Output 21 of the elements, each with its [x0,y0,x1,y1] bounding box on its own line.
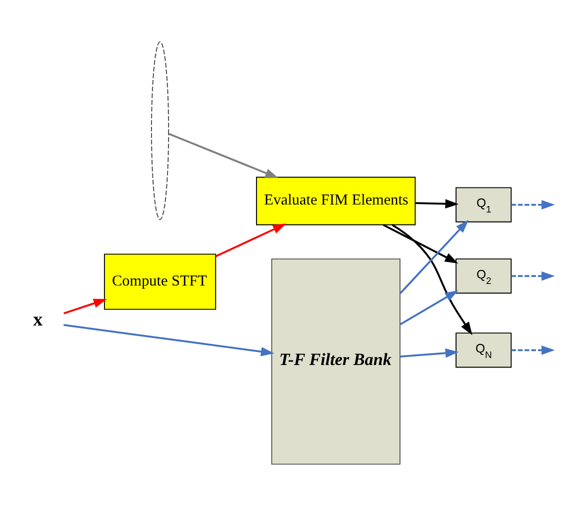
arrow [64,298,107,314]
node-ellipse [151,41,170,220]
arrow [215,224,286,258]
node-box: Evaluate FIM Elements [256,176,416,226]
arrow [382,224,458,264]
node-box: T-F Filter Bank [271,258,400,465]
arrow [400,348,459,358]
arrow [415,199,459,208]
node-text: x [33,309,43,330]
arrow [168,132,279,178]
arrow [511,346,555,355]
arrow [392,224,472,336]
node-box: Compute STFT [104,254,216,310]
node-box: Q$_{2}$ [456,258,512,294]
arrow [400,220,469,294]
arrow [511,200,555,210]
node-box: Q$_{1}$ [456,187,512,222]
node-box: Q$_{N}$ [456,332,512,368]
arrow [511,271,555,281]
arrow [63,324,274,356]
arrow [400,290,458,326]
